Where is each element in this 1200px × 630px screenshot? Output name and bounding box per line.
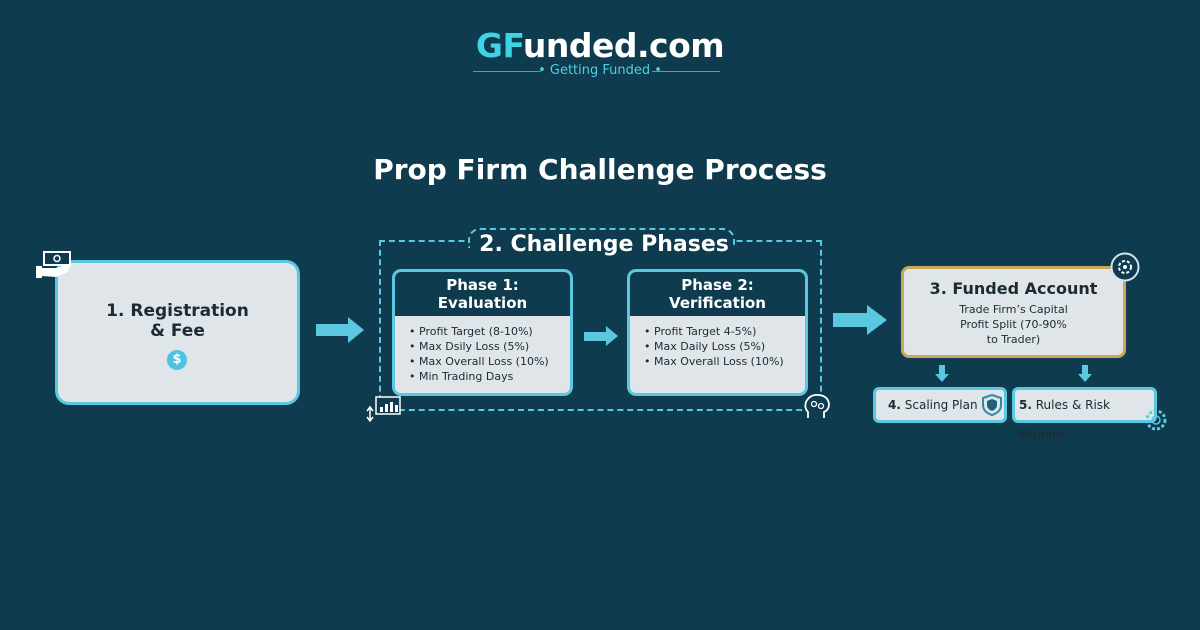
tagline-text: Getting Funded [549,63,651,78]
rules-risk-box: 5. Rules & Risk Mgmmt [1012,387,1157,442]
phase-title: Phase 2: [681,276,754,294]
list-item: Max Overall Loss (10%) [644,354,805,369]
phase-2-card: Phase 2:Verification Profit Target 4-5%)… [627,269,808,396]
list-item: Profit Target (8-10%) [409,324,570,339]
brain-head-icon [804,393,830,418]
shield-icon [982,394,1002,416]
list-item: Max Overall Loss (10%) [409,354,570,369]
divider [473,71,541,72]
phase-1-card: Phase 1:Evaluation Profit Target (8-10%)… [392,269,573,396]
list-item: Profit Target 4-5%) [644,324,805,339]
logo-accent: GF [475,26,524,65]
funded-line: to Trader) [986,333,1041,346]
funded-title: 3. Funded Account [929,279,1098,298]
phase-title: Phase 1: [446,276,519,294]
page-title: Prop Firm Challenge Process [373,153,827,186]
list-item: Max Daily Loss (5%) [644,339,805,354]
dollar-icon: $ [167,350,187,370]
step-label: Scaling Plan [904,398,978,412]
logo: GFunded.com [0,26,1200,65]
phase-subtitle: Verification [669,294,766,312]
funded-line: Profit Split (70-90% [960,318,1067,331]
gear-icon [1145,409,1167,431]
hand-money-icon [36,251,71,278]
group-notch [468,228,735,248]
step1-line1: 1. Registration [106,301,249,321]
chart-icon [366,396,401,422]
funded-line: Trade Firm’s Capital [959,303,1068,316]
logo-text: unded.com [522,26,725,65]
step-number: 4. [888,398,901,412]
list-item: Max Dsily Loss (5%) [409,339,570,354]
step-registration-box: 1. Registration & Fee [55,260,300,405]
scaling-plan-box: 4. Scaling Plan [873,387,1007,423]
step1-line2: & Fee [150,321,205,341]
tagline: • Getting Funded • [538,63,662,78]
challenge-phases-title: 2. Challenge Phases [479,232,729,257]
list-item: Min Trading Days [409,369,570,384]
gear-icon [1110,252,1140,282]
step-number: 5. [1019,398,1032,412]
step-label: Rules & Risk Mgmmt [1019,398,1110,442]
divider [652,71,720,72]
phase-subtitle: Evaluation [437,294,528,312]
